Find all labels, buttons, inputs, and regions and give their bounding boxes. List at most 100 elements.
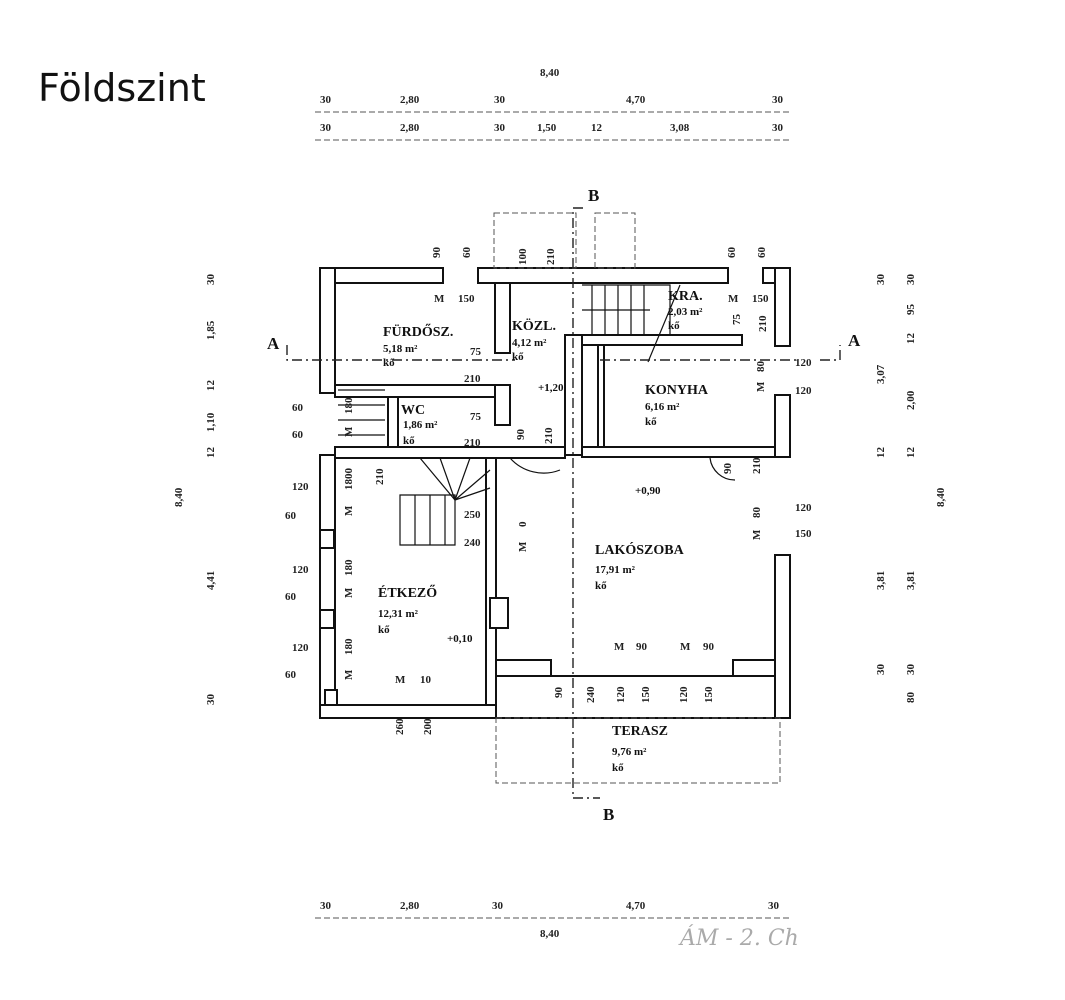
dim: 30 <box>320 122 332 134</box>
opening-dimension: 100 <box>517 248 529 265</box>
wall <box>564 334 583 456</box>
dim: 12 <box>905 333 917 345</box>
room-lakoszoba: LAKÓSZOBA 17,91 m² kő <box>595 541 685 592</box>
stair-treads <box>399 494 456 546</box>
opening-dimension: 120 <box>678 686 690 703</box>
opening-dimension: 60 <box>292 429 304 441</box>
opening-dimension: 90 <box>636 641 648 653</box>
room-floor: kő <box>378 624 390 636</box>
wall <box>334 384 511 398</box>
dim: 30 <box>494 94 506 106</box>
opening-dimension: 240 <box>585 686 597 703</box>
opening-dimension: M <box>680 641 691 653</box>
wall <box>494 282 511 354</box>
dim-total: 8,40 <box>540 67 560 79</box>
opening-dimension: M <box>343 669 355 680</box>
pillar <box>324 689 338 706</box>
dim: 30 <box>492 900 504 912</box>
opening-dimension: 150 <box>458 293 475 305</box>
room-floor: kő <box>403 435 415 447</box>
opening-dimension: 1800 <box>343 468 355 491</box>
section-marker-b: B <box>603 805 614 824</box>
opening-dimension: M <box>343 426 355 437</box>
section-lines: A A B B <box>267 186 861 824</box>
walls <box>319 212 791 784</box>
opening-dimension: M <box>395 674 406 686</box>
opening-dimension: M <box>728 293 739 305</box>
pillar <box>319 609 335 629</box>
opening-dimension: 90 <box>703 641 715 653</box>
section-line-a <box>286 345 515 361</box>
room-name: FÜRDŐSZ. <box>383 323 453 340</box>
dim: 30 <box>875 664 887 676</box>
room-floor: kő <box>595 580 607 592</box>
stairs <box>338 284 736 546</box>
opening-dimension: 150 <box>795 528 812 540</box>
opening-dimension: 180 <box>343 559 355 576</box>
section-line-a <box>600 345 841 361</box>
opening-dimension: 250 <box>464 509 481 521</box>
opening-dimension: 10 <box>420 674 432 686</box>
opening-dimension: 60 <box>726 247 738 259</box>
section-marker-a: A <box>848 331 861 350</box>
opening-dimension: 150 <box>640 686 652 703</box>
opening-dimension: 60 <box>292 402 304 414</box>
opening-dimension: M <box>751 529 763 540</box>
dim: 95 <box>905 304 917 316</box>
page-title: Földszint <box>38 66 206 110</box>
terrace-outline <box>495 717 781 784</box>
opening-dimension: 120 <box>292 642 309 654</box>
opening-dimension: 90 <box>722 463 734 475</box>
opening-dimension: M <box>755 381 767 392</box>
dim: 3,81 <box>875 571 887 590</box>
dim-total: 8,40 <box>935 487 947 507</box>
opening-dimension: M <box>517 541 529 552</box>
dim: 1,50 <box>537 122 557 134</box>
room-name: LAKÓSZOBA <box>595 541 685 558</box>
wall <box>477 267 729 284</box>
opening-dimension: 80 <box>755 361 767 373</box>
opening-dimension: 240 <box>464 537 481 549</box>
opening-dimension: 180 <box>343 638 355 655</box>
dim: 30 <box>875 274 887 286</box>
room-name: KRA. <box>668 289 703 304</box>
wall <box>495 675 776 719</box>
chimney <box>489 597 509 629</box>
wall <box>334 446 566 459</box>
stair-treads <box>338 389 385 436</box>
opening-dimension: M <box>434 293 445 305</box>
dim: 12 <box>591 122 603 134</box>
opening-dimension: 60 <box>461 247 473 259</box>
room-name: WC <box>401 403 425 418</box>
opening-dimension: 90 <box>431 247 443 259</box>
wall <box>495 659 552 677</box>
section-marker-b: B <box>588 186 599 205</box>
opening-dimension: M <box>343 587 355 598</box>
wall <box>774 554 791 719</box>
dim: 3,08 <box>670 122 690 134</box>
opening-dimension: 120 <box>615 686 627 703</box>
handwritten-signature: ÁM - 2. Ch <box>678 924 799 951</box>
right-dimensions: 30 3,07 12 3,81 30 30 95 12 2,00 12 3,81… <box>875 274 947 704</box>
dim: 4,70 <box>626 900 646 912</box>
dim: 2,00 <box>905 390 917 410</box>
opening-dimension: 180 <box>343 397 355 414</box>
level-mark: +0,10 <box>447 633 473 645</box>
opening-dimension: 120 <box>292 481 309 493</box>
wall <box>494 384 511 426</box>
dim: 12 <box>875 447 887 459</box>
opening-dimension: 60 <box>285 510 297 522</box>
opening-dimension: 75 <box>470 411 482 423</box>
dim: 30 <box>905 664 917 676</box>
wall <box>319 267 336 394</box>
bottom-dimensions: 30 2,80 30 4,70 30 8,40 ÁM - 2. Ch <box>315 900 799 951</box>
dim: 2,80 <box>400 900 420 912</box>
room-name: KONYHA <box>645 383 709 398</box>
room-area: 17,91 m² <box>595 564 636 576</box>
dim: 12 <box>205 447 217 459</box>
